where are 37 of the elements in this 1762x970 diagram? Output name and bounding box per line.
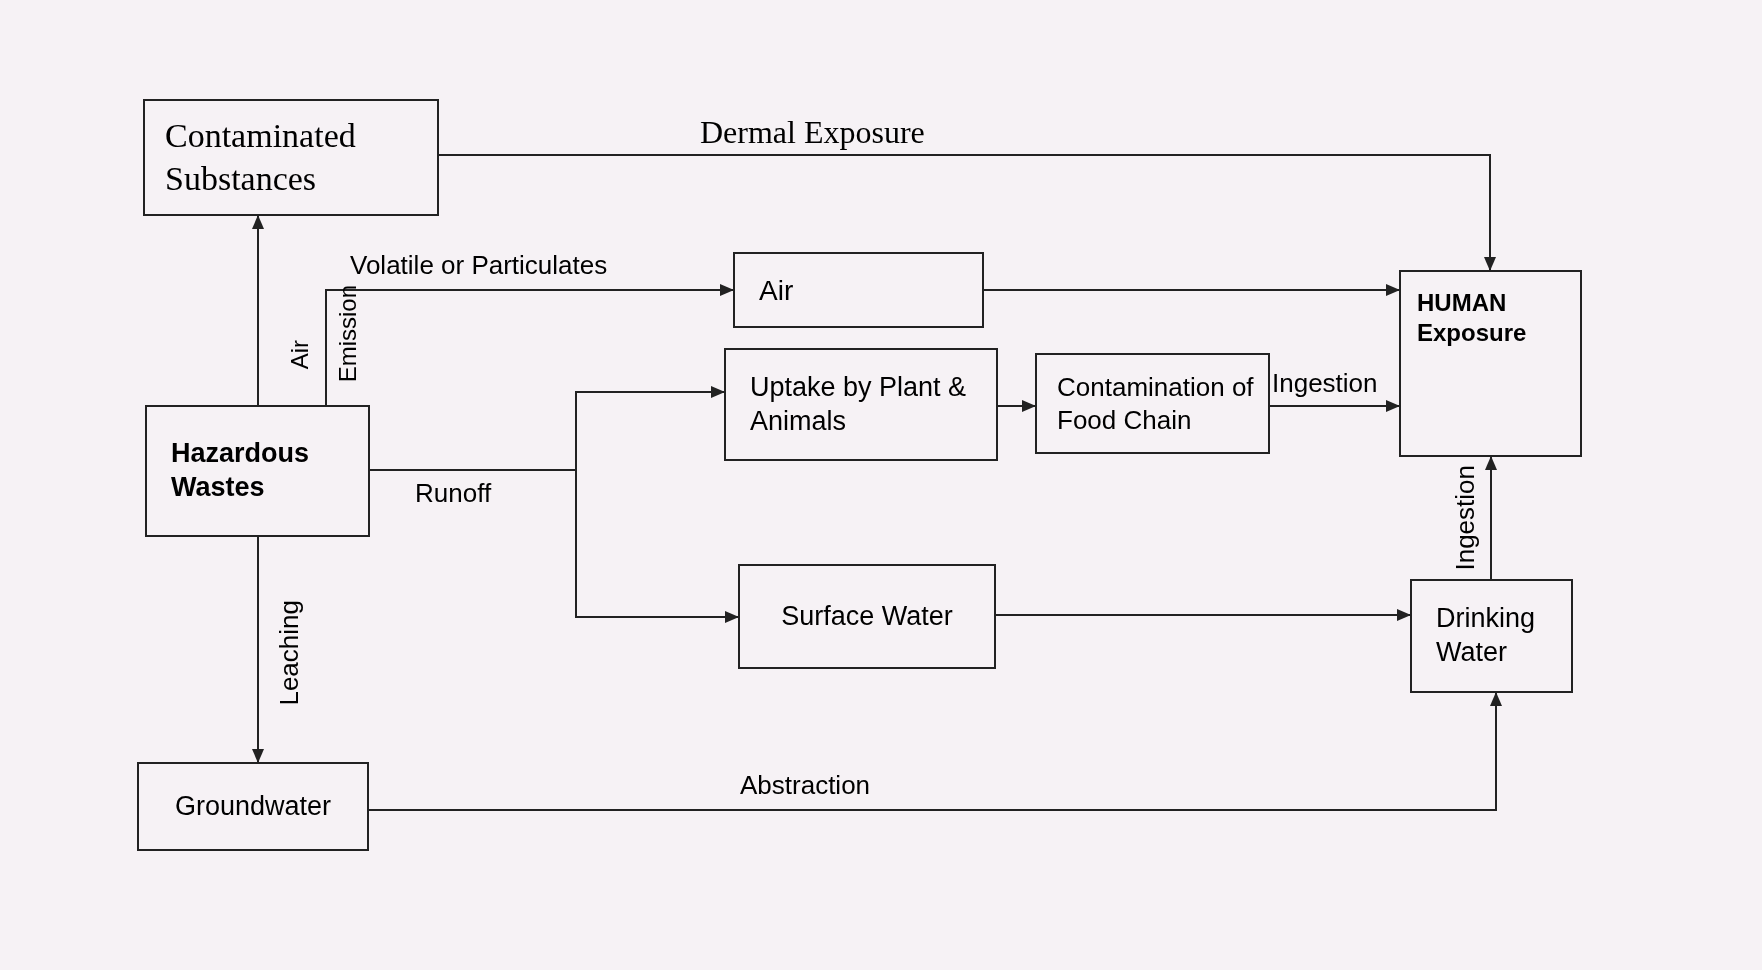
process-box <box>724 348 998 461</box>
box-label: Uptake by Plant & Animals <box>750 370 968 438</box>
edge-label: Ingestion <box>1449 465 1481 571</box>
arrow <box>438 154 1496 271</box>
process-box <box>738 564 996 669</box>
process-box <box>137 762 369 851</box>
box-label: Groundwater <box>174 789 332 823</box>
arrow <box>1485 456 1497 580</box>
arrow <box>252 215 264 406</box>
arrow <box>997 400 1036 412</box>
arrow <box>368 692 1502 811</box>
arrow <box>983 284 1400 296</box>
edge-label: Dermal Exposure <box>700 113 925 152</box>
edge-label: Ingestion <box>1272 367 1378 400</box>
label-text: Emission <box>333 285 362 383</box>
edge-label: Leaching <box>273 600 305 706</box>
box-label: Contamination of Food Chain <box>1057 371 1255 436</box>
edge-label: Abstraction <box>740 769 871 802</box>
label-text: Air <box>285 340 314 370</box>
process-box <box>1410 579 1573 693</box>
process-box <box>1035 353 1270 454</box>
process-box <box>145 405 370 537</box>
box-label: HUMAN Exposure <box>1417 288 1528 348</box>
box-label: Hazardous Wastes <box>171 437 311 504</box>
box-label: Drinking Water <box>1436 602 1537 669</box>
arrow <box>325 284 734 406</box>
box-label: Air <box>759 273 794 308</box>
box-label: Contaminated Substances <box>165 116 357 199</box>
process-box <box>143 99 439 216</box>
arrow <box>995 609 1411 621</box>
arrow <box>1269 400 1400 412</box>
arrow <box>252 536 264 763</box>
box-label: Surface Water <box>781 599 953 633</box>
edge-label: Runoff <box>415 477 492 510</box>
process-box <box>733 252 984 328</box>
edge-label: Volatile or Particulates <box>350 249 608 282</box>
process-box <box>1399 270 1582 457</box>
